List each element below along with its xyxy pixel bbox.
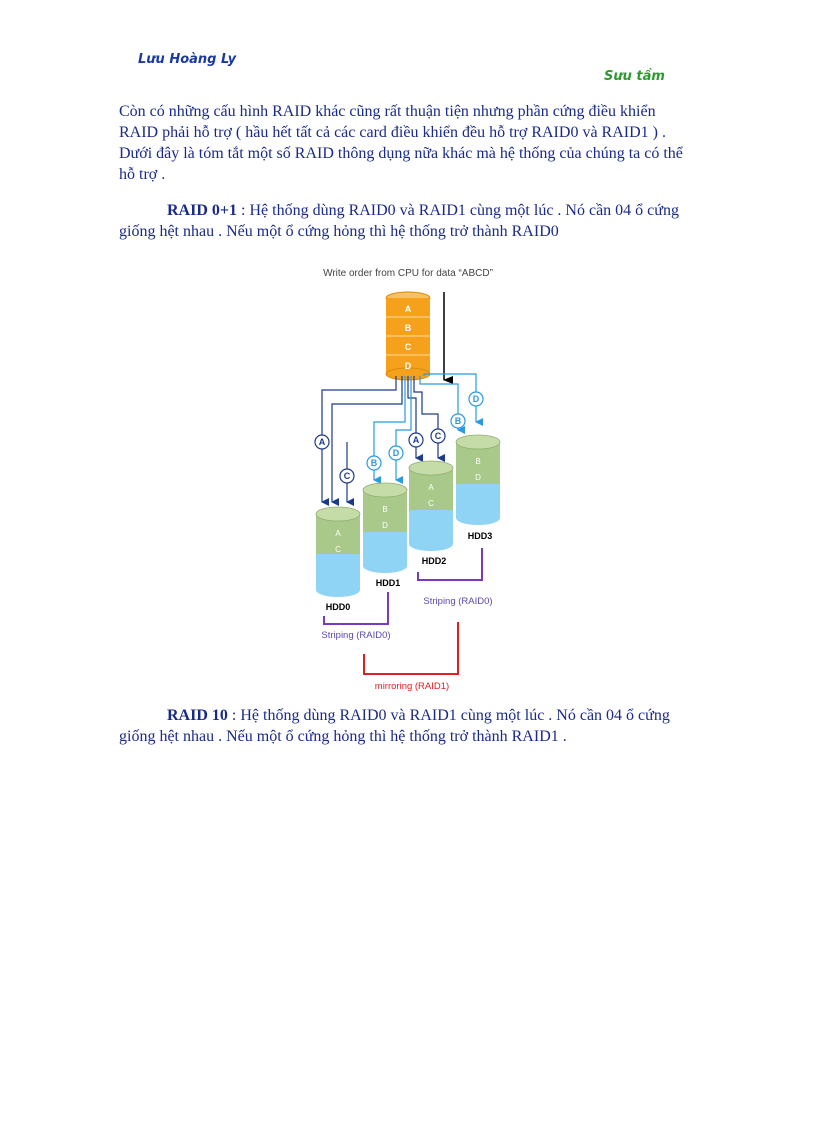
hdd0-label: HDD0 bbox=[326, 602, 351, 612]
raid10-term: RAID 10 bbox=[167, 707, 228, 724]
raid10-paragraph: RAID 10 : Hệ thống dùng RAID0 và RAID1 c… bbox=[119, 705, 694, 747]
intro-paragraph: Còn có những cấu hình RAID khác cũng rất… bbox=[119, 103, 683, 183]
raid01-description: : Hệ thống dùng RAID0 và RAID1 cùng một … bbox=[119, 202, 679, 240]
hdd3-disk: B D HDD3 bbox=[455, 434, 501, 541]
svg-text:C: C bbox=[428, 499, 434, 508]
hdd1-label: HDD1 bbox=[376, 578, 401, 588]
hdd2-disk: A C HDD2 bbox=[408, 460, 454, 566]
svg-text:C: C bbox=[335, 545, 341, 554]
raid01-term: RAID 0+1 bbox=[167, 202, 238, 219]
svg-text:D: D bbox=[475, 473, 481, 482]
striping-label-1: Striping (RAID0) bbox=[321, 630, 390, 641]
svg-text:A: A bbox=[319, 437, 326, 447]
striping-label-2: Striping (RAID0) bbox=[423, 596, 492, 607]
data-block-d: D bbox=[405, 361, 412, 371]
svg-text:B: B bbox=[455, 416, 462, 426]
svg-text:B: B bbox=[371, 458, 378, 468]
hdd1-disk: B D HDD1 bbox=[362, 482, 408, 588]
svg-text:B: B bbox=[475, 457, 480, 466]
striping-bracket-1 bbox=[323, 592, 389, 625]
hdd0-disk: A C HDD0 bbox=[315, 506, 361, 612]
hdd2-label: HDD2 bbox=[422, 556, 447, 566]
svg-text:C: C bbox=[344, 471, 351, 481]
svg-text:D: D bbox=[393, 448, 400, 458]
data-block-a: A bbox=[405, 304, 412, 314]
cpu-data-stack: A B C D bbox=[385, 291, 431, 381]
svg-text:A: A bbox=[413, 435, 420, 445]
data-block-c: C bbox=[405, 342, 412, 352]
write-path-labels: A C B D A C B D bbox=[314, 391, 484, 484]
svg-text:B: B bbox=[382, 505, 387, 514]
mirroring-label: mirroring (RAID1) bbox=[375, 681, 449, 692]
svg-text:D: D bbox=[382, 521, 388, 530]
striping-bracket-2 bbox=[417, 548, 483, 581]
svg-text:D: D bbox=[473, 394, 480, 404]
svg-text:C: C bbox=[435, 431, 442, 441]
diagram-title: Write order from CPU for data “ABCD” bbox=[323, 268, 493, 279]
source-note-header: Sưu tầm bbox=[604, 69, 665, 84]
raid01-paragraph: RAID 0+1 : Hệ thống dùng RAID0 và RAID1 … bbox=[119, 200, 694, 242]
svg-text:A: A bbox=[335, 529, 341, 538]
mirroring-bracket bbox=[363, 622, 459, 675]
data-block-b: B bbox=[405, 323, 412, 333]
raid01-diagram: Write order from CPU for data “ABCD” A B… bbox=[296, 262, 536, 694]
svg-text:A: A bbox=[428, 483, 434, 492]
hdd3-label: HDD3 bbox=[468, 531, 493, 541]
raid10-description: : Hệ thống dùng RAID0 và RAID1 cùng một … bbox=[119, 707, 670, 745]
author-header: Lưu Hoàng Ly bbox=[138, 52, 237, 67]
